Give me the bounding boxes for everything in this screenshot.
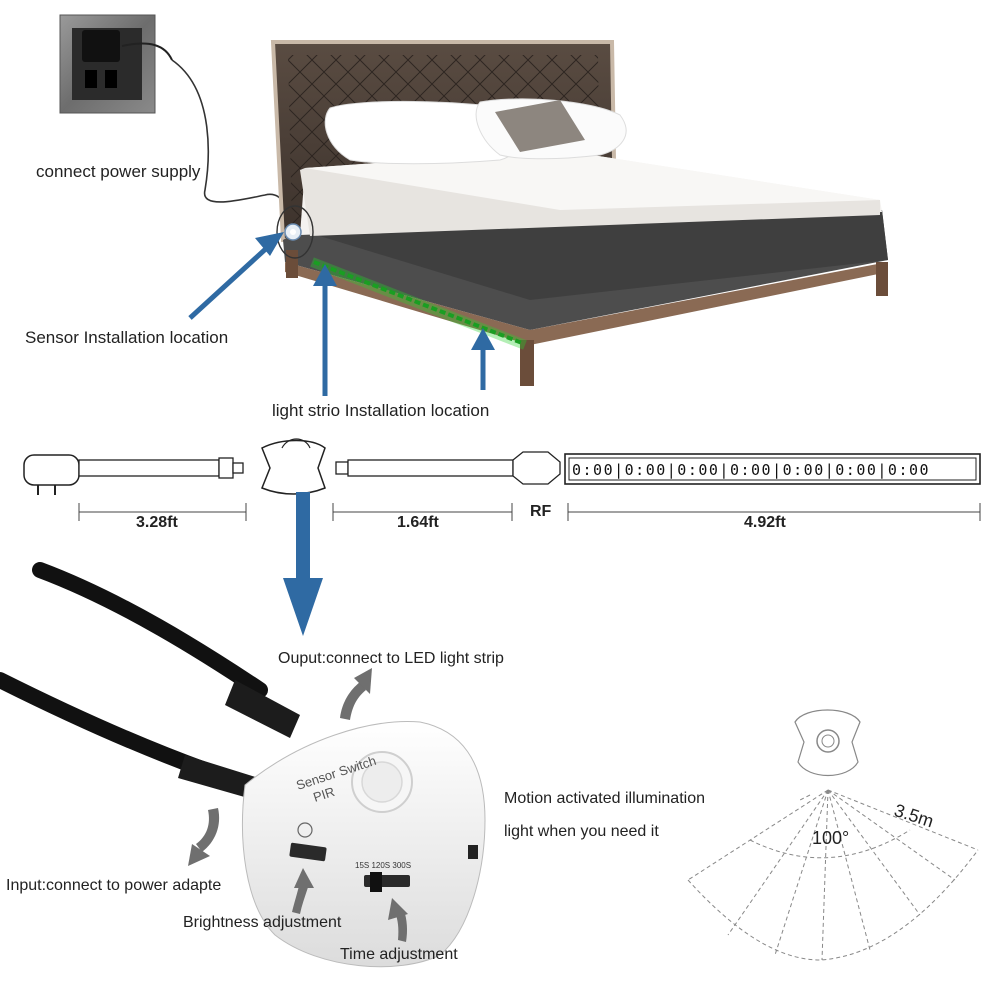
label-output: Ouput:connect to LED light strip — [278, 650, 504, 667]
arrow-to-sensor — [188, 232, 284, 320]
dim-adapter-cable: 3.28ft — [136, 514, 178, 531]
led-strip — [313, 260, 523, 345]
gray-arrow-input — [188, 808, 220, 866]
label-sensor-location: Sensor Installation location — [25, 328, 229, 347]
label-input: Input:connect to power adapte — [6, 877, 222, 894]
dim-strip: 4.92ft — [744, 514, 786, 531]
dim-rf: RF — [530, 503, 552, 520]
label-angle: 100° — [812, 828, 850, 848]
label-time: Time adjustment — [340, 946, 458, 963]
sensor-cable-icon — [335, 451, 561, 485]
label-motion-line1: Motion activated illumination — [504, 790, 705, 807]
arrow-down-to-sensor — [283, 492, 323, 636]
bed-illustration — [270, 40, 888, 386]
label-connect-power: connect power supply — [36, 162, 201, 181]
arrow-to-strip-left — [313, 264, 337, 396]
wall-outlet — [59, 14, 173, 114]
device-time-marks: 15S 120S 300S — [355, 861, 411, 870]
gray-arrow-output — [340, 668, 372, 720]
bed-sensor-highlight — [276, 205, 314, 259]
sensor-device: Sensor Switch PIR 15S 120S 300S — [242, 721, 486, 968]
sensor-cables — [0, 562, 300, 800]
label-brightness: Brightness adjustment — [183, 914, 342, 931]
label-strip-location: light strio Installation location — [272, 401, 490, 420]
led-strip-icon: 0:00|0:00|0:00|0:00|0:00|0:00|0:00 — [564, 453, 981, 485]
arrow-to-strip-right — [471, 328, 495, 390]
dim-sensor-cable: 1.64ft — [397, 514, 439, 531]
power-adapter-icon — [23, 454, 244, 495]
sensor-top-view-icon — [794, 709, 861, 777]
svg-text:0:00|0:00|0:00|0:00|0:00|0:00|: 0:00|0:00|0:00|0:00|0:00|0:00|0:00 — [572, 461, 930, 479]
sensor-icon — [261, 438, 326, 495]
detection-fan — [687, 789, 979, 961]
gray-arrow-time — [388, 898, 408, 942]
label-motion-line2: light when you need it — [504, 823, 659, 840]
dimension-lines — [78, 503, 981, 521]
device-title-line2: PIR — [311, 784, 336, 805]
gray-arrow-brightness — [292, 868, 314, 914]
